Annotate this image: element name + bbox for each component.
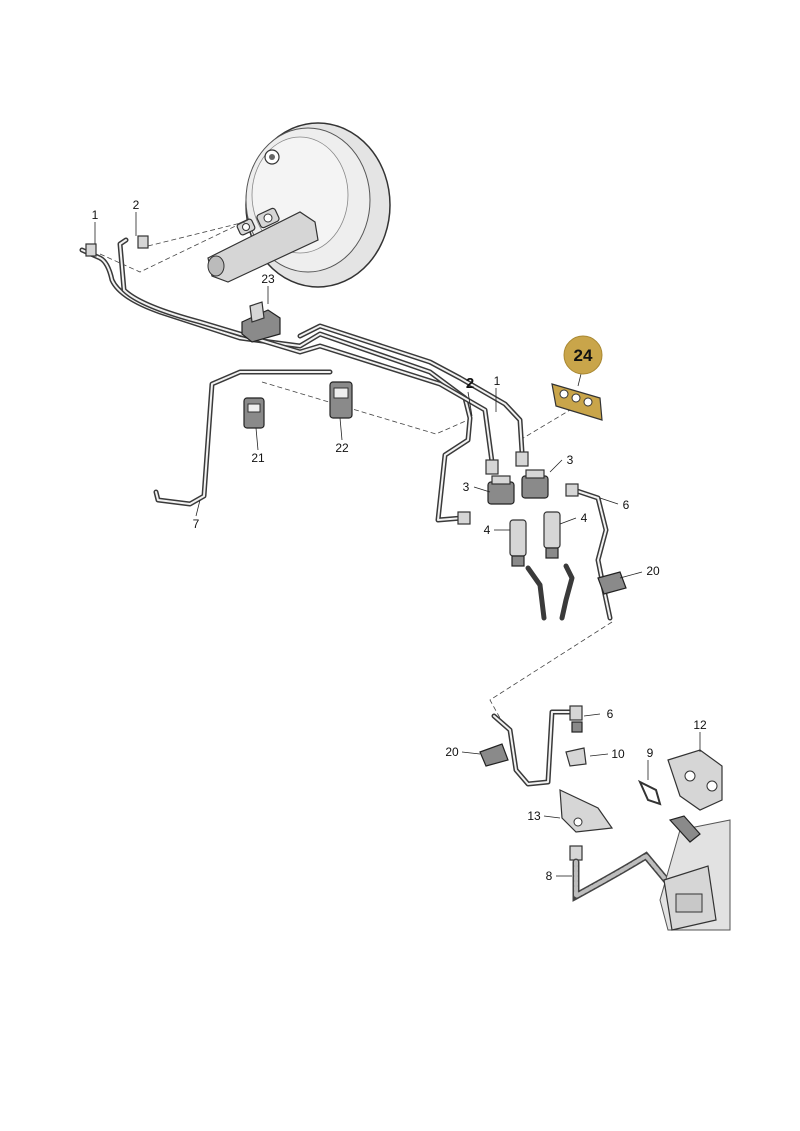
distributor-block-right [521, 469, 549, 499]
callout-2[interactable]: 2 [133, 198, 140, 212]
callout-1[interactable]: 1 [92, 208, 99, 222]
holder-21 [243, 397, 265, 429]
bracket-12 [667, 749, 723, 811]
callout-6-upper[interactable]: 6 [623, 498, 630, 512]
pipe-fittings [85, 235, 583, 733]
holder-22 [329, 381, 353, 419]
callout-22[interactable]: 22 [335, 441, 349, 455]
callout-1-upper-right[interactable]: 1 [494, 374, 501, 388]
distributor-block-left [487, 475, 515, 505]
holder-23 [241, 301, 281, 343]
clip-10 [565, 747, 587, 767]
brake-hose-left [509, 519, 527, 567]
brake-hose-right [543, 511, 561, 559]
callout-labels: 1 2 23 2 1 21 22 7 3 3 4 4 6 20 6 12 20 … [92, 198, 707, 883]
callout-13[interactable]: 13 [527, 809, 541, 823]
spring-clip-9 [637, 779, 662, 806]
callout-12[interactable]: 12 [693, 718, 707, 732]
callout-20-lower[interactable]: 20 [445, 745, 459, 759]
callout-21[interactable]: 21 [251, 451, 265, 465]
callout-4-left[interactable]: 4 [484, 523, 491, 537]
callout-8[interactable]: 8 [546, 869, 553, 883]
callout-6-lower[interactable]: 6 [607, 707, 614, 721]
master-cylinder [207, 207, 319, 283]
brake-caliper-assembly [659, 815, 731, 931]
clip-20-lower [479, 743, 509, 767]
callout-9[interactable]: 9 [647, 746, 654, 760]
part-24-badge[interactable]: 24 [563, 335, 603, 375]
assembly-dash-lines [99, 219, 613, 719]
callout-3-left[interactable]: 3 [463, 480, 470, 494]
clip-20-upper [597, 571, 627, 595]
callout-2-bold[interactable]: 2 [466, 375, 474, 392]
clip-part-24 [551, 383, 603, 421]
callout-4-right[interactable]: 4 [581, 511, 588, 525]
brake-pipes [79, 237, 613, 787]
badge-number: 24 [574, 346, 593, 365]
brake-hose-8 [569, 845, 670, 902]
callout-10[interactable]: 10 [611, 747, 625, 761]
callout-3-right[interactable]: 3 [567, 453, 574, 467]
leader-lines [94, 212, 701, 877]
bracket-13 [559, 789, 614, 833]
callout-23[interactable]: 23 [261, 272, 275, 286]
callout-7[interactable]: 7 [193, 517, 200, 531]
callout-20-upper[interactable]: 20 [646, 564, 660, 578]
